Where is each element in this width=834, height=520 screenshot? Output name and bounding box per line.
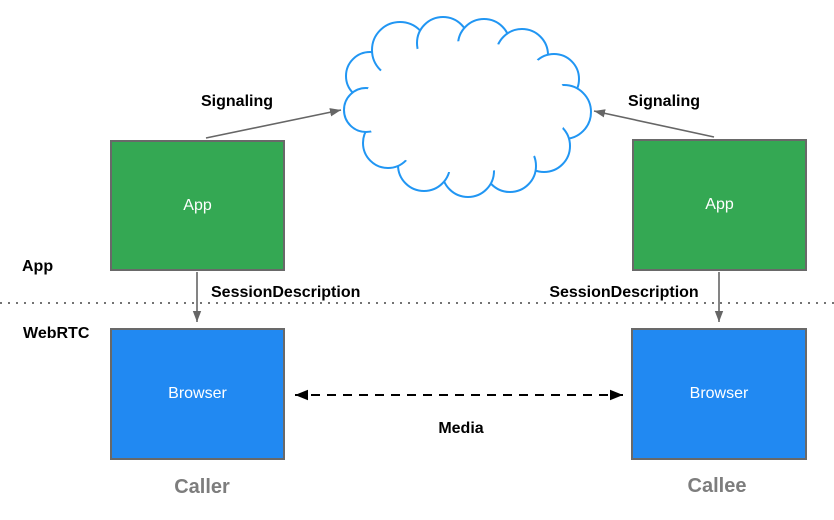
session-description-label-left: SessionDescription — [211, 284, 361, 301]
callee-caption: Callee — [687, 475, 747, 497]
callee-browser-box-label: Browser — [689, 385, 749, 402]
caller-caption: Caller — [174, 476, 230, 498]
callee-app-box: App — [632, 139, 807, 271]
session-description-label-right: SessionDescription — [549, 284, 699, 301]
callee-app-box-label: App — [705, 196, 734, 213]
app-layer-label: App — [22, 258, 54, 275]
caller-browser-box: Browser — [110, 328, 285, 460]
webrtc-layer-label: WebRTC — [23, 325, 90, 342]
signaling-label-right: Signaling — [628, 93, 700, 110]
media-label: Media — [438, 420, 484, 437]
callee-browser-box: Browser — [631, 328, 807, 460]
cloud-shape — [343, 16, 592, 198]
signaling-arrow-right — [593, 109, 715, 138]
caller-app-box-label: App — [183, 196, 212, 214]
signaling-label-left: Signaling — [201, 93, 273, 110]
caller-browser-box-label: Browser — [168, 385, 227, 402]
caller-app-box: App — [110, 140, 285, 271]
signaling-arrow-left — [205, 108, 342, 139]
